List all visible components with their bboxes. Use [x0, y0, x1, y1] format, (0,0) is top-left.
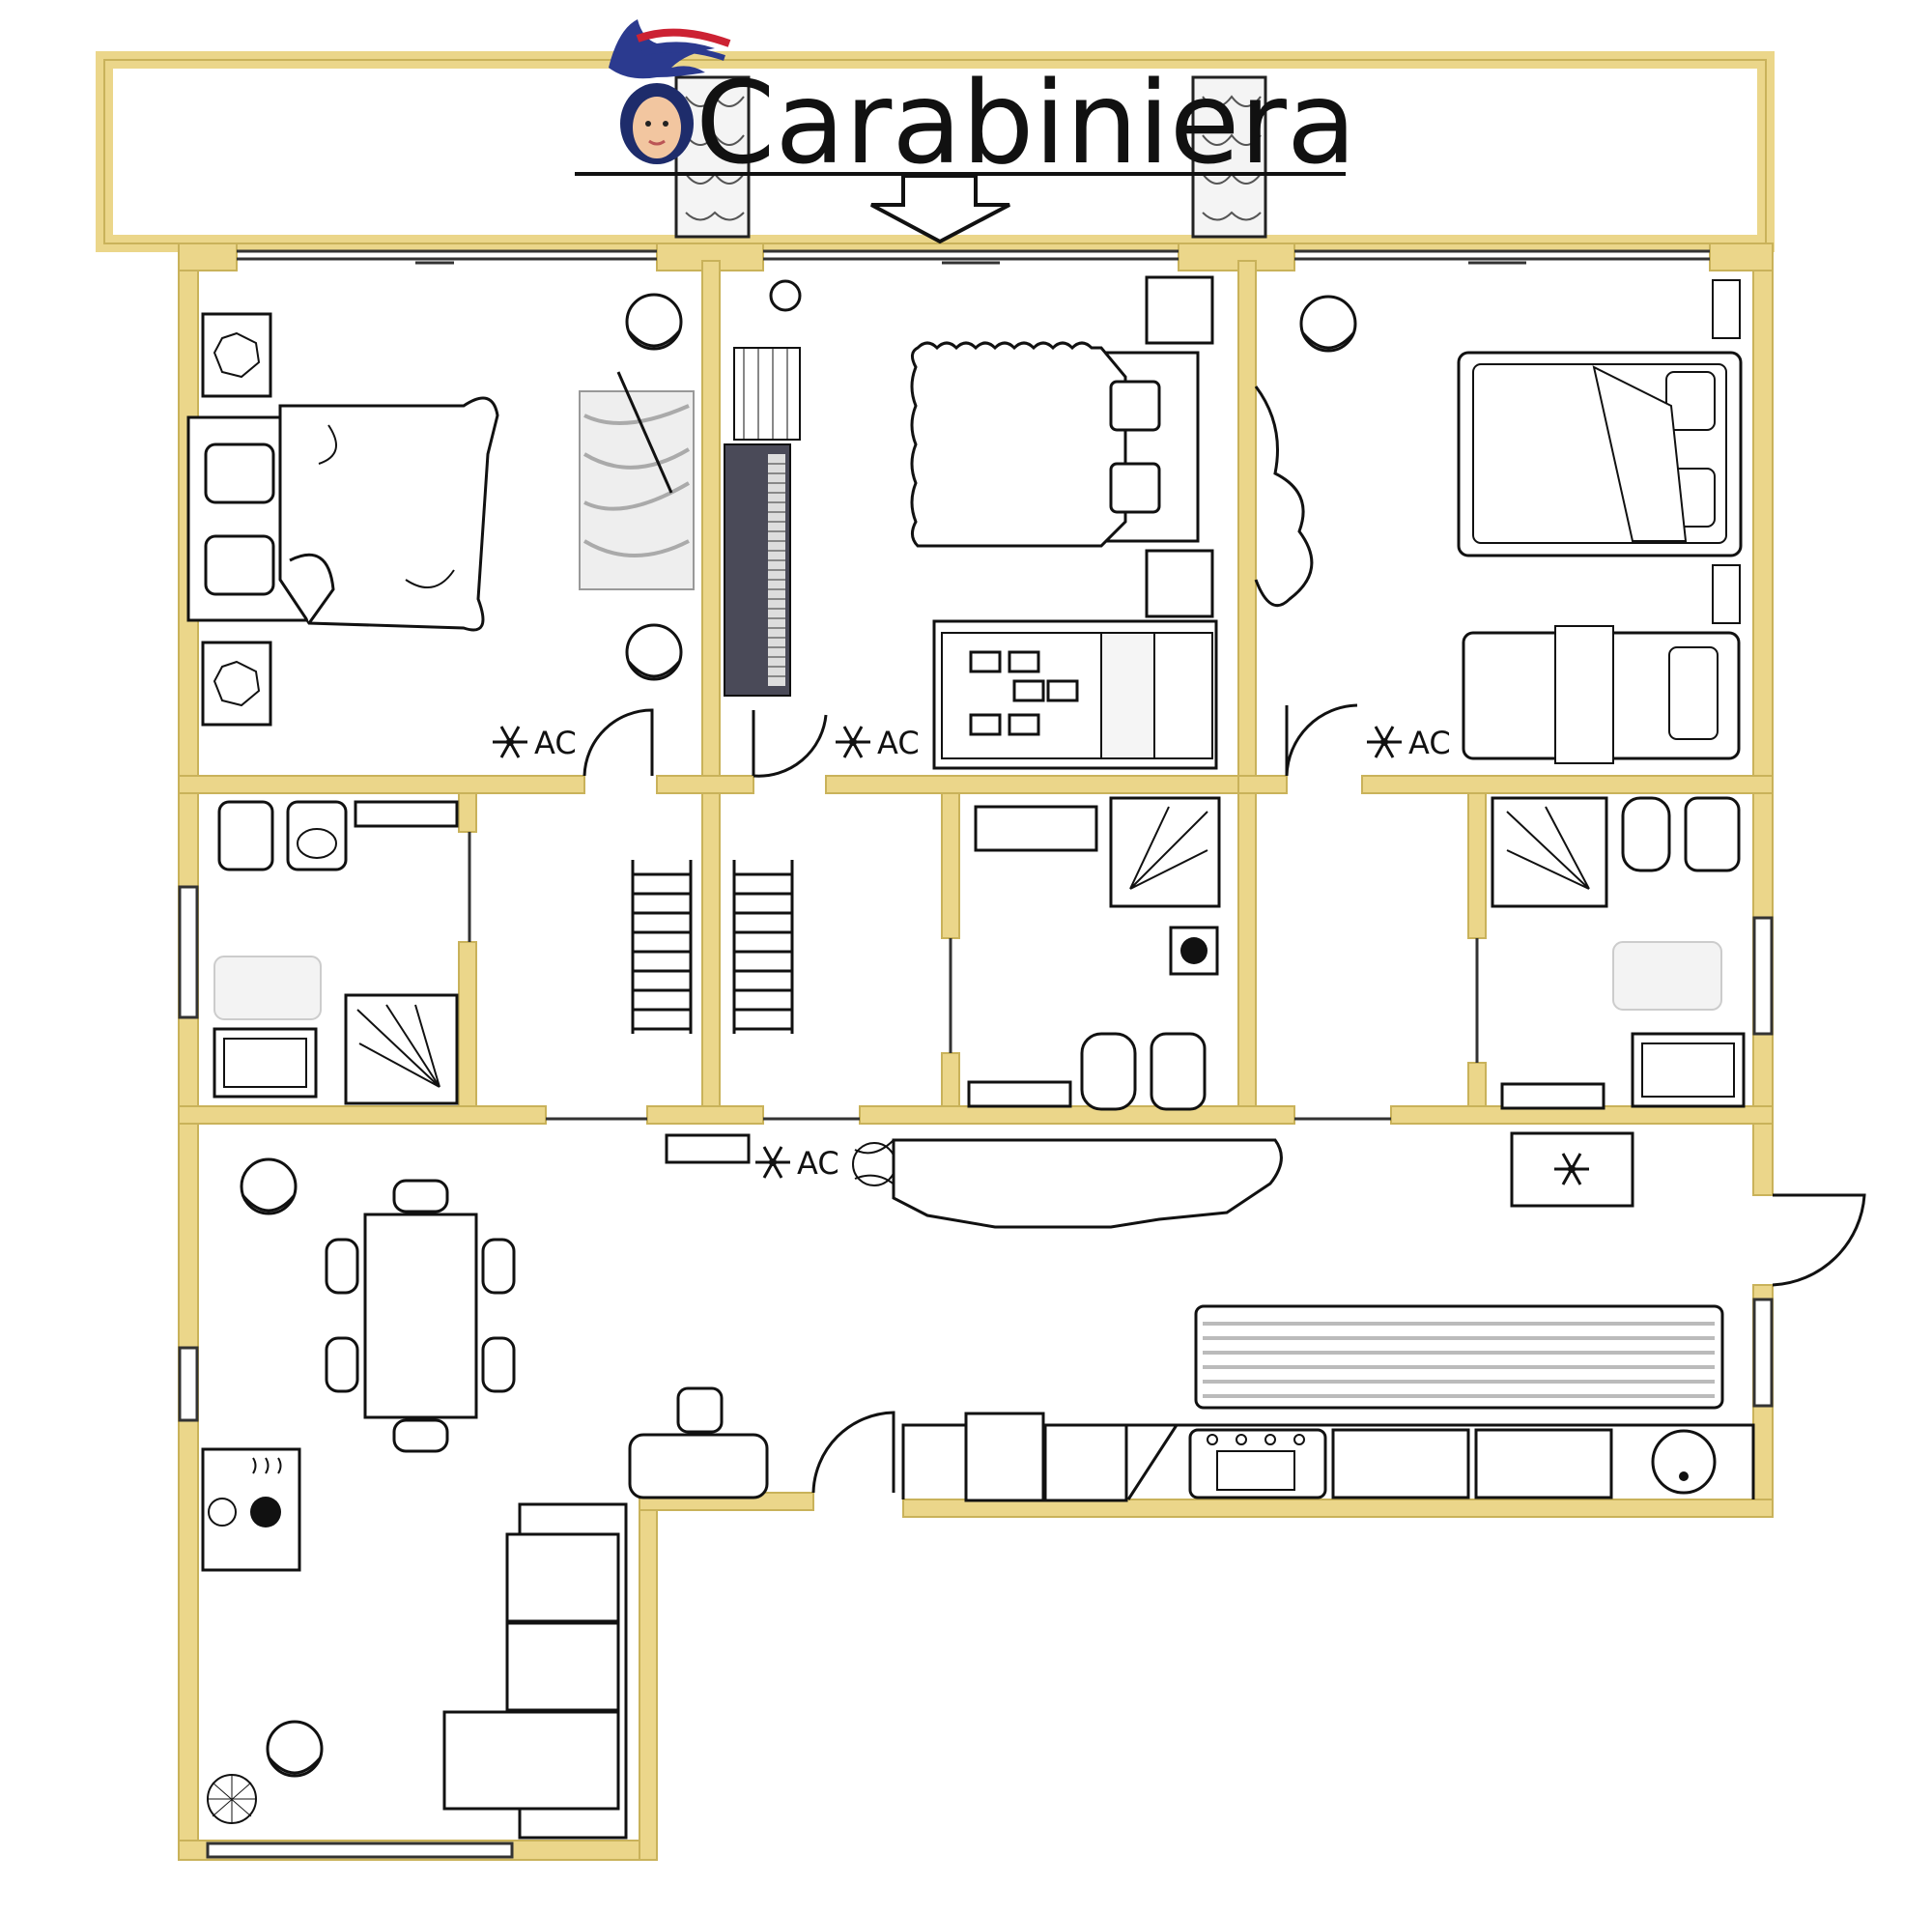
- arrow-down-icon: [870, 174, 1010, 244]
- towel-rail: [354, 800, 459, 828]
- page-title: Carabiniera: [696, 56, 1356, 189]
- fan-icon: [1169, 926, 1219, 976]
- bidet: [1080, 1032, 1137, 1111]
- oven: [1474, 1428, 1613, 1499]
- kitchen-island: [1194, 1304, 1724, 1410]
- top-windows: [237, 249, 1710, 265]
- shower-icon: [1109, 796, 1221, 908]
- nightstand: [1145, 275, 1214, 345]
- header-logo: Carabiniera: [575, 19, 1356, 244]
- side-windows: [178, 885, 1774, 1859]
- pantry: [1043, 1423, 1128, 1502]
- bedroom-3: AC: [1254, 279, 1743, 764]
- corridor-wardrobes: [631, 860, 794, 1034]
- side-table: [628, 1386, 769, 1499]
- bidet: [1621, 796, 1671, 872]
- ac-label: AC: [797, 1145, 839, 1182]
- ac-label: AC: [534, 725, 577, 761]
- towel-rail: [967, 1080, 1072, 1108]
- toilet-icon: [217, 800, 274, 871]
- bedroom-2: AC: [724, 275, 1218, 770]
- piano-icon: [724, 279, 802, 697]
- console-table: [892, 1138, 1283, 1229]
- nightstand: [201, 312, 272, 398]
- ac-label: AC: [1408, 725, 1451, 761]
- carabiniera-avatar-icon: [609, 19, 731, 164]
- bunk-bed: [932, 619, 1218, 770]
- doors: [582, 703, 1866, 1494]
- ac-label: AC: [877, 725, 920, 761]
- bath-mat: [213, 956, 322, 1020]
- toilet-icon: [1684, 796, 1741, 872]
- bedroom-1: AC: [186, 293, 695, 761]
- planter-left: [674, 75, 751, 239]
- sliding-doors: [468, 832, 1479, 1121]
- bath-mat: [1612, 941, 1722, 1011]
- bed-icon: [278, 396, 499, 632]
- dining-table: [325, 1179, 516, 1453]
- nightstand: [1145, 549, 1214, 618]
- snowflake-icon: [491, 725, 529, 759]
- single-bed: [1462, 625, 1741, 764]
- sofa-icon: [442, 1502, 628, 1840]
- sink-icon: [974, 805, 1098, 852]
- kitchen-counter: [901, 1412, 1755, 1502]
- sink-icon: [1651, 1429, 1717, 1495]
- heater-icon: [201, 1447, 301, 1572]
- sink-icon: [1631, 1032, 1746, 1108]
- snowflake-icon: [1365, 725, 1404, 759]
- fridge: [964, 1412, 1045, 1502]
- bidet: [286, 800, 348, 871]
- towel-rail: [1500, 1082, 1605, 1110]
- plant-icon: [852, 1139, 899, 1189]
- shower-icon: [344, 993, 459, 1105]
- shower-icon: [1491, 796, 1608, 908]
- dishwasher: [1331, 1428, 1470, 1499]
- bathroom-3: [1491, 796, 1746, 1110]
- planter-right: [1191, 75, 1267, 239]
- wardrobe: [1254, 295, 1357, 608]
- stove-icon: [1188, 1428, 1327, 1499]
- snowflake-icon: [753, 1145, 792, 1180]
- bed-icon: [1457, 351, 1743, 557]
- nightstand: [201, 641, 272, 727]
- radiator: [665, 1133, 751, 1164]
- living-area: AC: [201, 1131, 1755, 1840]
- balcony: [96, 51, 1775, 252]
- interior-walls: [178, 260, 1774, 1511]
- sink-icon: [213, 1027, 318, 1099]
- bed-icon: [910, 341, 1200, 548]
- ac-unit: [1510, 1131, 1634, 1208]
- bathroom-2: [967, 796, 1221, 1111]
- snowflake-icon: [834, 725, 872, 759]
- bathroom-1: [213, 800, 459, 1105]
- toilet-icon: [1150, 1032, 1207, 1111]
